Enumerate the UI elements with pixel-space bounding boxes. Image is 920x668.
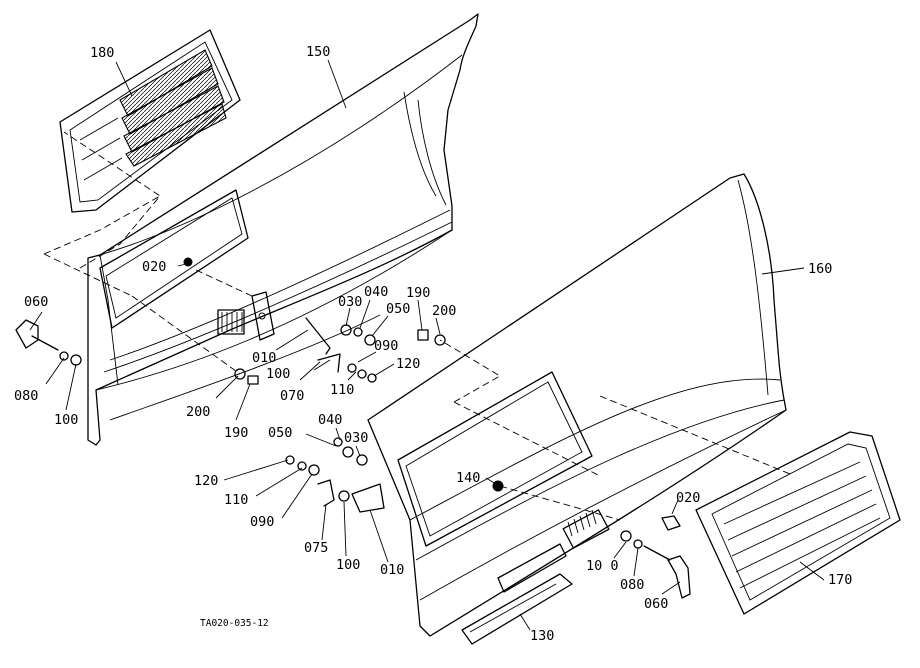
- callout-030: 030: [338, 294, 362, 310]
- phantom-lines: [43, 131, 791, 521]
- callout-080: 080: [620, 577, 644, 593]
- callout-075: 075: [304, 540, 328, 556]
- callout-140: 140: [456, 470, 480, 486]
- callout-150: 150: [306, 44, 330, 60]
- callout-030: 030: [344, 430, 368, 446]
- callout-020: 020: [676, 490, 700, 506]
- callout-120: 120: [194, 473, 218, 489]
- left-panel-grille: [217, 309, 245, 335]
- callout-170: 170: [828, 572, 852, 588]
- callout-090: 090: [250, 514, 274, 530]
- callout-020: 020: [142, 259, 166, 275]
- callout-180: 180: [90, 45, 114, 61]
- callout-labels: 180 150 020 060 080 100 010 100 070 200 …: [14, 44, 852, 644]
- callout-100: 100: [266, 366, 290, 382]
- callout-070: 070: [280, 388, 304, 404]
- callout-200: 200: [186, 404, 210, 420]
- left-panel-window: [99, 189, 249, 329]
- leader-lines: [29, 59, 825, 631]
- callout-190: 190: [224, 425, 248, 441]
- callout-080: 080: [14, 388, 38, 404]
- callout-040: 040: [318, 412, 342, 428]
- callout-090: 090: [374, 338, 398, 354]
- callout-050: 050: [386, 301, 410, 317]
- callout-160: 160: [808, 261, 832, 277]
- hardware: [15, 257, 691, 599]
- callout-120: 120: [396, 356, 420, 372]
- callout-130: 130: [530, 628, 554, 644]
- right-side-panel: [367, 173, 787, 637]
- callout-110: 110: [224, 492, 248, 508]
- callout-200: 200: [432, 303, 456, 319]
- right-panel-window: [397, 371, 593, 547]
- bottom-plate: [461, 573, 573, 645]
- callout-190: 190: [406, 285, 430, 301]
- drawing-reference: TA020-035-12: [200, 618, 269, 629]
- right-panel-pocket: [497, 543, 567, 593]
- callout-010: 010: [380, 562, 404, 578]
- callout-050: 050: [268, 425, 292, 441]
- callout-060: 060: [644, 596, 668, 612]
- callout-060: 060: [24, 294, 48, 310]
- callout-010: 010: [252, 350, 276, 366]
- callout-100: 100: [54, 412, 78, 428]
- callout-100: 10 0: [586, 558, 619, 574]
- left-side-panel: [87, 13, 479, 446]
- right-panel-grille: [562, 509, 610, 549]
- left-panel-hinge: [251, 291, 275, 341]
- callout-100: 100: [336, 557, 360, 573]
- right-vent-grille: [695, 431, 901, 615]
- callout-040: 040: [364, 284, 388, 300]
- left-vent-grille: [59, 29, 241, 213]
- callout-110: 110: [330, 382, 354, 398]
